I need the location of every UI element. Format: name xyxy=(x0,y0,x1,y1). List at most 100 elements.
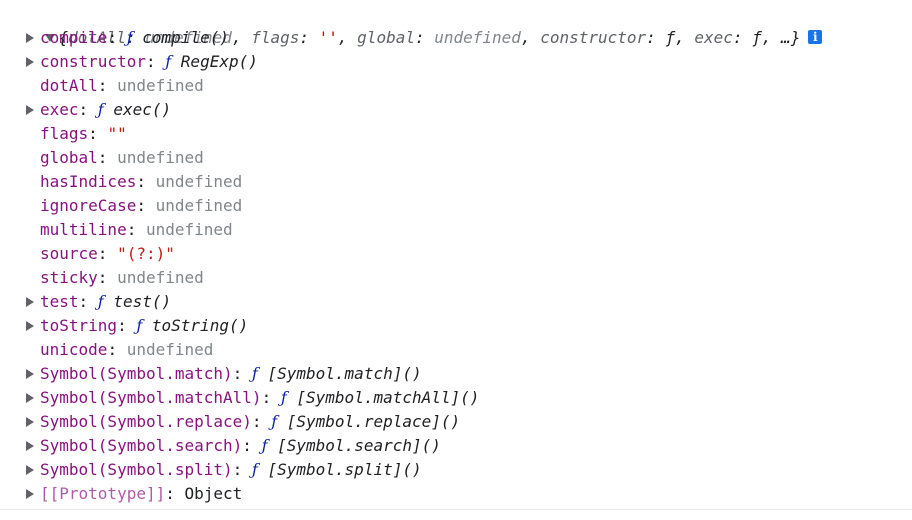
summary-comma: , xyxy=(761,28,782,47)
property-key: flags xyxy=(40,124,89,143)
property-key: Symbol(Symbol.matchAll) xyxy=(40,388,262,407)
function-name: RegExp() xyxy=(180,52,258,71)
property-colon: : xyxy=(97,76,118,95)
property-row[interactable]: Symbol(Symbol.search): ƒ [Symbol.search]… xyxy=(26,434,441,458)
property-key: hasIndices xyxy=(40,172,137,191)
summary-colon: : xyxy=(646,28,666,47)
summary-key: flags xyxy=(251,28,300,47)
expand-triangle-right-icon[interactable] xyxy=(26,368,34,379)
property-row[interactable]: exec: ƒ exec() xyxy=(26,98,171,122)
property-row[interactable]: Symbol(Symbol.matchAll): ƒ [Symbol.match… xyxy=(26,386,479,410)
property-key: dotAll xyxy=(40,76,98,95)
property-key: toString xyxy=(40,316,118,335)
property-row[interactable]: Symbol(Symbol.match): ƒ [Symbol.match]() xyxy=(26,362,422,386)
expand-triangle-right-icon[interactable] xyxy=(26,320,34,331)
summary-colon: : xyxy=(299,28,319,47)
property-colon: : xyxy=(145,52,166,71)
property-key: global xyxy=(40,148,98,167)
property-value: undefined xyxy=(126,340,214,359)
summary-colon: : xyxy=(125,28,146,47)
property-colon: : xyxy=(126,220,146,239)
expand-triangle-right-icon[interactable] xyxy=(26,104,34,115)
expand-triangle-right-icon[interactable] xyxy=(26,32,34,43)
summary-comma: , xyxy=(675,28,695,47)
function-space xyxy=(104,100,114,119)
property-value: undefined xyxy=(117,268,204,287)
function-glyph-icon: ƒ xyxy=(126,28,133,47)
property-value: undefined xyxy=(145,220,233,239)
property-colon: : xyxy=(136,172,156,191)
property-colon: : xyxy=(242,436,262,455)
summary-key: dotAll xyxy=(68,28,126,47)
property-row: hasIndices: undefined xyxy=(26,170,242,194)
property-row[interactable]: toString: ƒ toString() xyxy=(26,314,248,338)
property-row: source: "(?:)" xyxy=(26,242,175,266)
expand-triangle-down-icon[interactable] xyxy=(44,33,55,42)
function-space xyxy=(133,28,143,47)
property-colon: : xyxy=(97,268,118,287)
summary-colon: : xyxy=(414,28,435,47)
expand-triangle-right-icon[interactable] xyxy=(26,488,34,499)
property-colon: : xyxy=(97,244,118,263)
object-summary: {dotAll: undefined, flags: '', global: u… xyxy=(59,28,801,47)
property-colon: : xyxy=(165,484,185,503)
console-divider xyxy=(0,509,912,510)
expand-triangle-right-icon[interactable] xyxy=(26,464,34,475)
property-colon: : xyxy=(107,28,127,47)
function-name: [Symbol.match]() xyxy=(267,364,422,383)
property-colon: : xyxy=(261,388,281,407)
property-row[interactable]: Symbol(Symbol.replace): ƒ [Symbol.replac… xyxy=(26,410,460,434)
property-key: Symbol(Symbol.search) xyxy=(40,436,243,455)
property-value: "(?:)" xyxy=(117,244,175,263)
expand-triangle-right-icon[interactable] xyxy=(26,416,34,427)
summary-key: exec xyxy=(694,28,733,47)
summary-brace-open: { xyxy=(58,28,69,47)
summary-key: constructor xyxy=(540,28,647,47)
property-value: undefined xyxy=(117,76,204,95)
function-name: [Symbol.replace]() xyxy=(286,412,461,431)
property-key: Symbol(Symbol.replace) xyxy=(40,412,252,431)
property-row[interactable]: [[Prototype]]: Object xyxy=(26,482,242,506)
function-space xyxy=(277,412,287,431)
property-key: compile xyxy=(40,28,108,47)
function-glyph-icon: ƒ xyxy=(261,436,268,455)
function-name: test() xyxy=(113,292,172,311)
property-row: dotAll: undefined xyxy=(26,74,204,98)
function-glyph-icon: ƒ xyxy=(251,460,258,479)
property-colon: : xyxy=(107,340,127,359)
function-glyph-icon: ƒ xyxy=(97,292,104,311)
function-name: [Symbol.search]() xyxy=(277,436,441,455)
expand-triangle-right-icon[interactable] xyxy=(26,296,34,307)
property-row: ignoreCase: undefined xyxy=(26,194,242,218)
property-row: flags: "" xyxy=(26,122,127,146)
property-row: sticky: undefined xyxy=(26,266,204,290)
summary-value: undefined xyxy=(434,28,521,47)
property-key: test xyxy=(40,292,79,311)
info-icon[interactable]: i xyxy=(808,29,823,44)
property-colon: : xyxy=(78,292,98,311)
property-colon: : xyxy=(117,316,137,335)
function-space xyxy=(104,292,114,311)
summary-comma: , xyxy=(520,28,541,47)
summary-key: global xyxy=(357,28,415,47)
summary-comma: , xyxy=(337,28,358,47)
summary-ellipsis: … xyxy=(781,28,791,47)
function-space xyxy=(171,52,181,71)
property-row[interactable]: test: ƒ test() xyxy=(26,290,171,314)
function-space xyxy=(142,316,152,335)
function-glyph-icon: ƒ xyxy=(97,100,104,119)
property-colon: : xyxy=(78,100,98,119)
expand-triangle-right-icon[interactable] xyxy=(26,392,34,403)
property-row[interactable]: Symbol(Symbol.split): ƒ [Symbol.split]() xyxy=(26,458,422,482)
expand-triangle-right-icon[interactable] xyxy=(26,56,34,67)
property-key: unicode xyxy=(40,340,108,359)
property-key: constructor xyxy=(40,52,146,71)
property-row[interactable]: compile: ƒ compile() xyxy=(26,26,229,50)
function-glyph-icon: ƒ xyxy=(280,388,287,407)
summary-value: '' xyxy=(318,28,338,47)
expand-triangle-right-icon[interactable] xyxy=(26,440,34,451)
property-row[interactable]: constructor: ƒ RegExp() xyxy=(26,50,258,74)
property-key: [[Prototype]] xyxy=(40,484,166,503)
object-summary-row[interactable]: {dotAll: undefined, flags: '', global: u… xyxy=(6,2,823,47)
property-value: Object xyxy=(184,484,243,503)
